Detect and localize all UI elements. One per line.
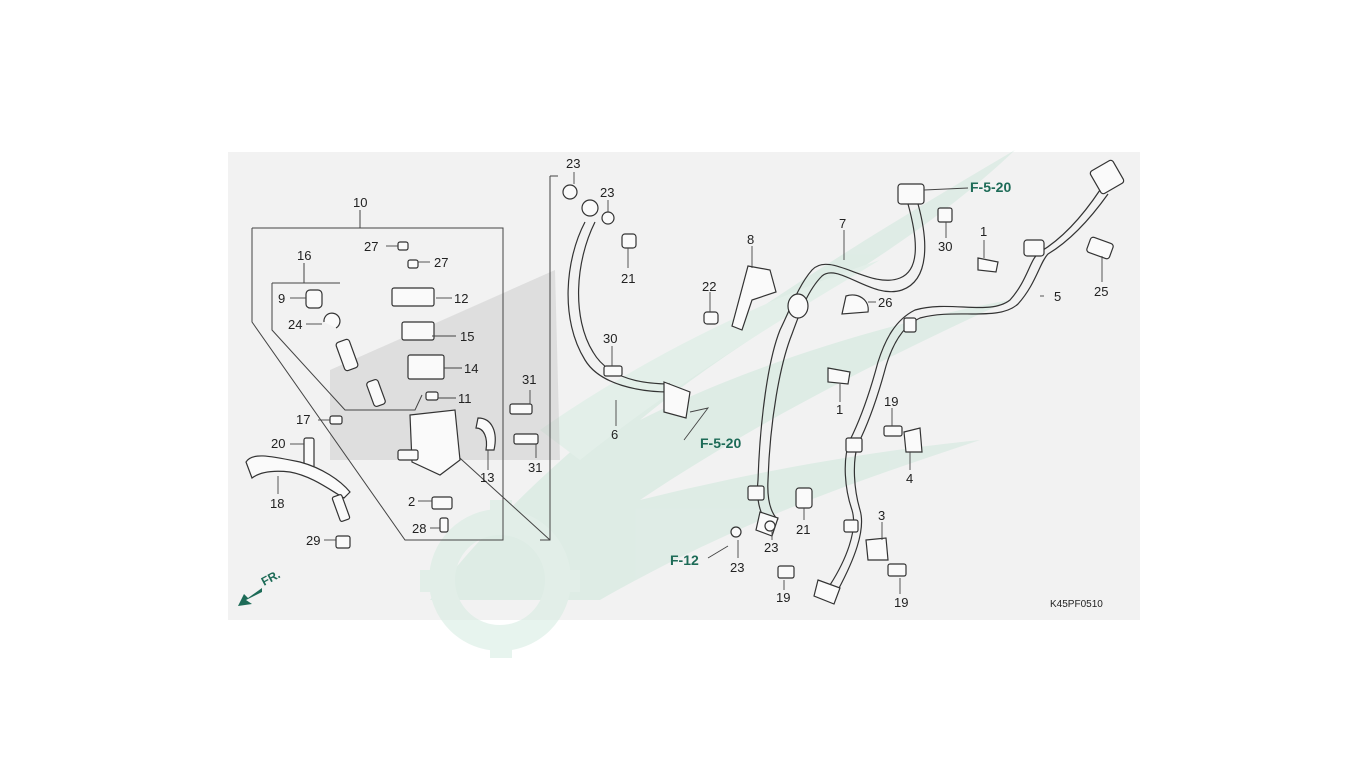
callout-14: 14 (464, 361, 478, 376)
callout-20: 20 (271, 436, 285, 451)
circlip (323, 312, 341, 329)
front-arrow-icon: FR. (238, 567, 282, 606)
callout-24: 24 (288, 317, 302, 332)
screw-28 (439, 517, 449, 533)
ref-hose-upper[interactable]: F-5-20 (970, 179, 1011, 195)
callout-31a: 31 (522, 372, 536, 387)
diagram-code: K45PF0510 (1050, 599, 1103, 610)
callout-15: 15 (460, 329, 474, 344)
nut-29 (335, 535, 351, 549)
callout-7: 7 (839, 216, 846, 231)
master-cylinder-body (409, 409, 461, 476)
spring (366, 378, 386, 408)
leader-lines (277, 172, 1103, 594)
callout-30a: 30 (603, 331, 617, 346)
callout-27a: 27 (364, 239, 378, 254)
brake-lever (245, 455, 351, 499)
callout-18: 18 (270, 496, 284, 511)
callout-8: 8 (747, 232, 754, 247)
callout-19b: 19 (776, 590, 790, 605)
callout-22: 22 (702, 279, 716, 294)
callout-17: 17 (296, 412, 310, 427)
callout-13: 13 (480, 470, 494, 485)
callout-30b: 30 (938, 239, 952, 254)
callout-16: 16 (297, 248, 311, 263)
callout-12: 12 (454, 291, 468, 306)
bolt-31b (513, 433, 539, 445)
callout-25: 25 (1094, 284, 1108, 299)
callout-23b: 23 (600, 185, 614, 200)
holder (475, 417, 496, 451)
callout-2: 2 (408, 494, 415, 509)
bolt-31a (509, 403, 533, 415)
brake-hose-7 (703, 183, 953, 538)
callout-6: 6 (611, 427, 618, 442)
ref-hose-lower[interactable]: F-12 (670, 552, 699, 568)
callout-21b: 21 (796, 522, 810, 537)
callout-31b: 31 (528, 460, 542, 475)
callout-28: 28 (412, 521, 426, 536)
front-label: FR. (259, 567, 283, 588)
callout-23c: 23 (764, 540, 778, 555)
callout-3: 3 (878, 508, 885, 523)
reservoir-cap (391, 287, 435, 307)
pivot-nut (329, 415, 343, 425)
callout-1a: 1 (980, 224, 987, 239)
diaphragm (407, 354, 445, 380)
callout-23d: 23 (730, 560, 744, 575)
switch (431, 496, 453, 510)
callout-19c: 19 (894, 595, 908, 610)
ref-hose-6[interactable]: F-5-20 (700, 435, 741, 451)
plate (401, 321, 435, 341)
piston (335, 338, 359, 372)
callout-4: 4 (906, 471, 913, 486)
master-cylinder-group (245, 241, 539, 549)
callout-27b: 27 (434, 255, 448, 270)
callout-numbers: 10 27 27 16 9 12 24 15 14 11 17 20 13 18… (270, 156, 1108, 610)
callout-21a: 21 (621, 271, 635, 286)
callout-9: 9 (278, 291, 285, 306)
callout-10: 10 (353, 195, 367, 210)
boot (305, 289, 323, 309)
callout-5: 5 (1054, 289, 1061, 304)
brake-hose-5 (777, 159, 1125, 605)
brake-hose-6 (562, 184, 691, 419)
callout-1b: 1 (836, 402, 843, 417)
callout-29: 29 (306, 533, 320, 548)
callout-26: 26 (878, 295, 892, 310)
callout-11: 11 (458, 391, 472, 406)
callout-23a: 23 (566, 156, 580, 171)
callout-19a: 19 (884, 394, 898, 409)
